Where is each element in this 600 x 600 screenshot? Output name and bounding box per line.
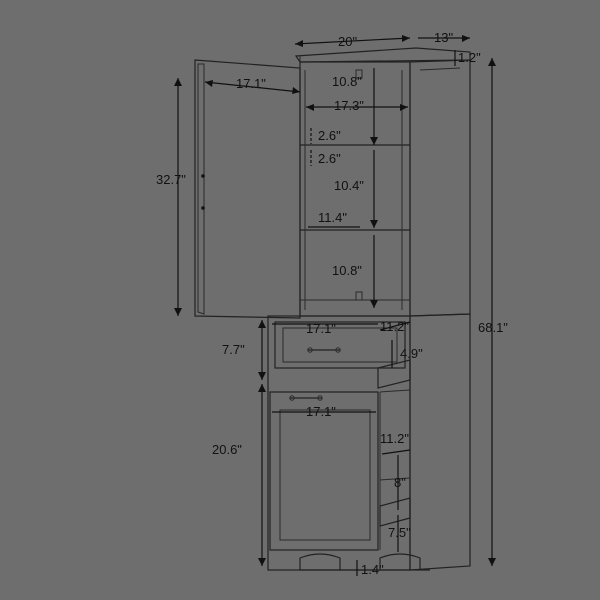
arrow xyxy=(174,308,182,316)
dim-line-lower-depth xyxy=(381,449,411,455)
arrow xyxy=(370,220,378,228)
label-top-depth: 13" xyxy=(434,30,453,45)
label-top-width: 20" xyxy=(338,34,357,49)
arrow xyxy=(402,35,410,42)
lower-slide xyxy=(379,497,411,527)
label-shelf3-height: 10.8" xyxy=(332,263,362,278)
dimension-lines xyxy=(174,35,496,576)
arrow xyxy=(258,558,266,566)
drawer-knob-left xyxy=(307,347,313,353)
label-lower-bottom-height: 7.5" xyxy=(388,525,411,540)
arrow xyxy=(306,104,314,111)
arrow xyxy=(370,137,378,145)
foot-arch-left xyxy=(299,553,341,570)
label-gap-a: 2.6" xyxy=(318,128,341,143)
open-door xyxy=(194,59,301,319)
side-handle-mark xyxy=(419,67,461,71)
lower-door xyxy=(269,391,379,551)
label-drawer-depth: 11.2" xyxy=(380,319,409,334)
shelf-clip xyxy=(355,69,363,79)
arrow xyxy=(174,78,182,86)
dim-line-top-width xyxy=(294,37,411,45)
label-shelf1-height: 10.8" xyxy=(332,74,362,89)
top-board xyxy=(294,47,471,63)
arrow xyxy=(258,372,266,380)
label-shelf2-height: 10.4" xyxy=(334,178,364,193)
drawer-slide xyxy=(377,359,411,389)
label-lower-depth: 11.2" xyxy=(380,431,409,446)
arrow xyxy=(370,300,378,308)
foot-arch-right xyxy=(379,553,421,570)
arrow xyxy=(292,87,300,94)
door-hinge-top xyxy=(201,174,205,178)
dimension-labels: 20" 13" 1.2" 17.1" 32.7" 68.1" 10.8" 17.… xyxy=(156,30,508,577)
arrow xyxy=(205,80,213,87)
open-door-edge xyxy=(197,63,205,315)
drawer-panel xyxy=(282,327,398,363)
door-hinge-bottom xyxy=(201,206,205,210)
arrow xyxy=(258,320,266,328)
arrow xyxy=(488,58,496,66)
label-gap-b: 2.6" xyxy=(318,151,341,166)
upper-cabinet-side xyxy=(409,59,471,317)
lower-cabinet-side xyxy=(409,313,471,571)
label-inner-width: 17.3" xyxy=(334,98,364,113)
label-door-width: 17.1" xyxy=(236,76,266,91)
arrow xyxy=(488,558,496,566)
label-drawer-width: 17.1" xyxy=(306,321,336,336)
shelf-clip-lower xyxy=(355,291,363,301)
lower-knob-right xyxy=(317,395,323,401)
label-upper-height: 32.7" xyxy=(156,172,186,187)
lower-knob-left xyxy=(289,395,295,401)
dim-line-drawer-depth xyxy=(379,321,411,331)
cabinet-drawing xyxy=(194,47,471,571)
drawer-knob-right xyxy=(335,347,341,353)
label-drawer-height: 7.7" xyxy=(222,342,245,357)
drawer-front xyxy=(274,321,406,369)
arrow xyxy=(258,384,266,392)
label-lower-door-width: 17.1" xyxy=(306,404,336,419)
label-top-thickness: 1.2" xyxy=(458,50,481,65)
label-foot-height: 1.4" xyxy=(361,562,384,577)
lower-door-panel xyxy=(279,409,371,541)
arrow xyxy=(400,104,408,111)
arrow xyxy=(295,40,303,47)
arrow xyxy=(462,35,470,42)
label-drawer-inner-height: 4.9" xyxy=(400,346,423,361)
label-total-height: 68.1" xyxy=(478,320,508,335)
lower-cavity-top xyxy=(379,389,411,393)
label-lower-shelf-height: 8" xyxy=(394,475,406,490)
label-lower-height: 20.6" xyxy=(212,442,242,457)
dim-line-door-width xyxy=(204,81,301,93)
lower-shelf xyxy=(379,477,411,481)
label-shelf-depth: 11.4" xyxy=(318,210,347,225)
